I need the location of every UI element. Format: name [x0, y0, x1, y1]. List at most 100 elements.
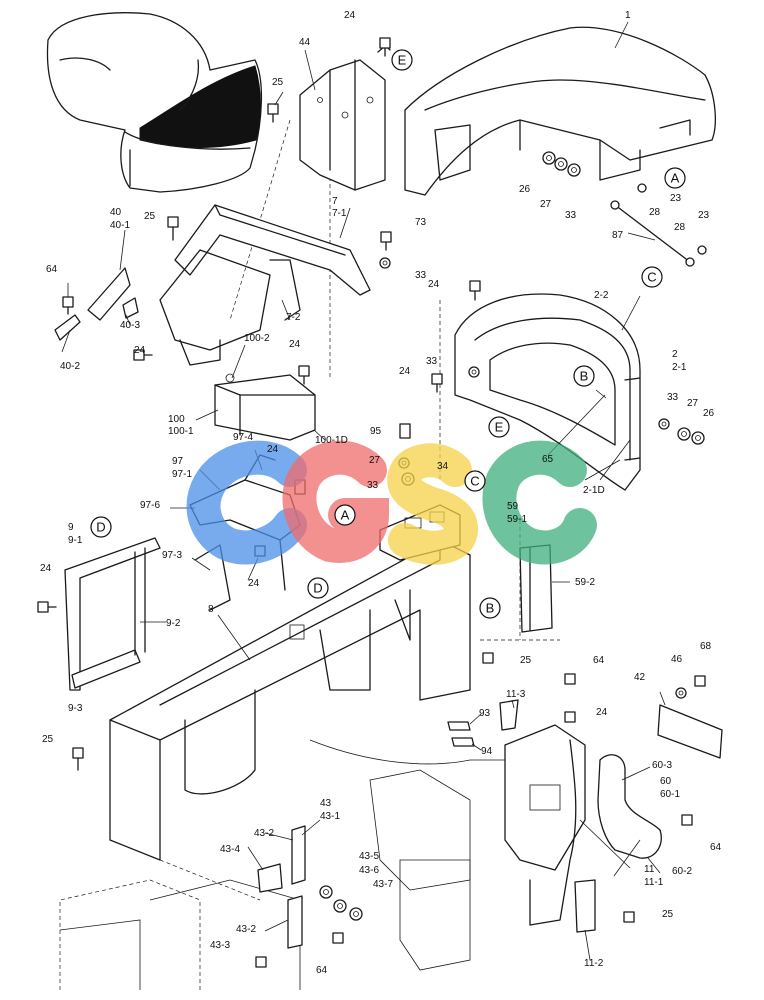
- callout-labels: 122-12-22-1D77-17-2899-19-29-31111-111-2…: [40, 10, 722, 976]
- frame-7: [159, 204, 371, 366]
- callout-label: 24: [248, 578, 260, 589]
- washer-icon: [542, 151, 556, 165]
- callout-label: 25: [144, 211, 156, 222]
- bolt-icon: [482, 652, 494, 664]
- bolt-icon: [72, 747, 84, 771]
- callout-label: 33: [667, 392, 679, 403]
- callout-label: 24: [289, 339, 301, 350]
- callout-label: 1: [625, 10, 631, 21]
- svg-text:E: E: [495, 420, 504, 435]
- svg-text:C: C: [647, 270, 656, 285]
- callout-label: 40-1: [110, 220, 130, 231]
- watermark: [186, 440, 597, 565]
- callout-label: 97-4: [233, 432, 253, 443]
- washer-icon: [677, 427, 691, 441]
- canopy-cover-1: [404, 26, 716, 196]
- bolt-icon: [681, 814, 693, 826]
- bolt-icon: [298, 365, 310, 385]
- callout-label: 9-2: [166, 618, 181, 629]
- watermark-letter-s: [387, 443, 478, 565]
- washer-icon: [691, 431, 705, 445]
- reference-letter-c: C: [641, 266, 663, 288]
- callout-label: 7-1: [332, 208, 347, 219]
- callout-label: 24: [267, 444, 279, 455]
- washer-icon: [554, 157, 568, 171]
- callout-label: 2-2: [594, 290, 609, 301]
- bolt-icon: [167, 216, 179, 241]
- svg-text:A: A: [341, 508, 350, 523]
- callout-label: 33: [367, 480, 379, 491]
- callout-label: 2-1: [672, 362, 687, 373]
- callout-label: 24: [134, 345, 146, 356]
- callout-label: 97-3: [162, 550, 182, 561]
- svg-text:C: C: [470, 474, 479, 489]
- bolt-icon: [255, 956, 267, 968]
- callout-label: 34: [437, 461, 449, 472]
- callout-label: 27: [687, 398, 699, 409]
- callout-label: 27: [369, 455, 381, 466]
- callout-label: 26: [519, 184, 531, 195]
- callout-label: 94: [481, 746, 493, 757]
- callout-label: 68: [700, 641, 712, 652]
- callout-label: 8: [208, 604, 214, 615]
- callout-label: 43-6: [359, 865, 379, 876]
- reference-letter-d: D: [90, 516, 112, 538]
- callout-label: 7: [332, 196, 338, 207]
- callout-label: 64: [710, 842, 722, 853]
- callout-label: 2-1D: [583, 485, 605, 496]
- bolt-icon: [431, 373, 443, 393]
- callout-label: 24: [428, 279, 440, 290]
- leader-lines: [61, 21, 666, 961]
- callout-label: 87: [612, 230, 624, 241]
- washer-icon: [567, 163, 581, 177]
- svg-text:D: D: [96, 520, 105, 535]
- panel-11: [504, 724, 596, 933]
- callout-label: 24: [399, 366, 411, 377]
- bolt-icon: [380, 231, 392, 251]
- callout-label: 2: [672, 349, 678, 360]
- reference-letter-a: A: [334, 504, 356, 526]
- svg-text:D: D: [313, 581, 322, 596]
- washer-icon: [658, 418, 670, 430]
- callout-label: 100-1: [168, 426, 194, 437]
- watermark-letter-g: [282, 440, 390, 563]
- reference-letter-a: A: [664, 167, 686, 189]
- callout-label: 33: [426, 356, 438, 367]
- box-100: [214, 373, 316, 441]
- callout-label: 97-6: [140, 500, 160, 511]
- cover-60: [597, 754, 662, 859]
- callout-label: 9: [68, 522, 74, 533]
- bolt-icon: [133, 349, 153, 361]
- bolt-icon: [399, 423, 411, 439]
- callout-label: 24: [596, 707, 608, 718]
- callout-label: 100-1D: [315, 435, 348, 446]
- callout-label: 65: [542, 454, 554, 465]
- svg-text:E: E: [398, 53, 407, 68]
- bolt-icon: [37, 601, 57, 613]
- callout-label: 9-3: [68, 703, 83, 714]
- callout-label: 42: [634, 672, 646, 683]
- callout-label: 25: [662, 909, 674, 920]
- callout-label: 100-2: [244, 333, 270, 344]
- washer-icon: [379, 257, 391, 269]
- callout-label: 59-1: [507, 514, 527, 525]
- callout-label: 43-1: [320, 811, 340, 822]
- callout-label: 43-4: [220, 844, 240, 855]
- bolt-icon: [694, 675, 706, 687]
- reference-letter-b: B: [573, 365, 595, 387]
- washer-icon: [349, 907, 363, 921]
- callout-label: 73: [415, 217, 427, 228]
- callout-label: 11-3: [506, 689, 526, 700]
- callout-label: 40-2: [60, 361, 80, 372]
- plate-42: [657, 704, 723, 759]
- watermark-letter-c1: [186, 440, 307, 565]
- callout-label: 23: [698, 210, 710, 221]
- bolt-icon: [379, 37, 391, 57]
- bolt-icon: [469, 280, 481, 301]
- bolt-icon: [564, 711, 576, 723]
- callout-label: 64: [593, 655, 605, 666]
- main-frame-8: [109, 539, 471, 861]
- callout-label: 60-3: [652, 760, 672, 771]
